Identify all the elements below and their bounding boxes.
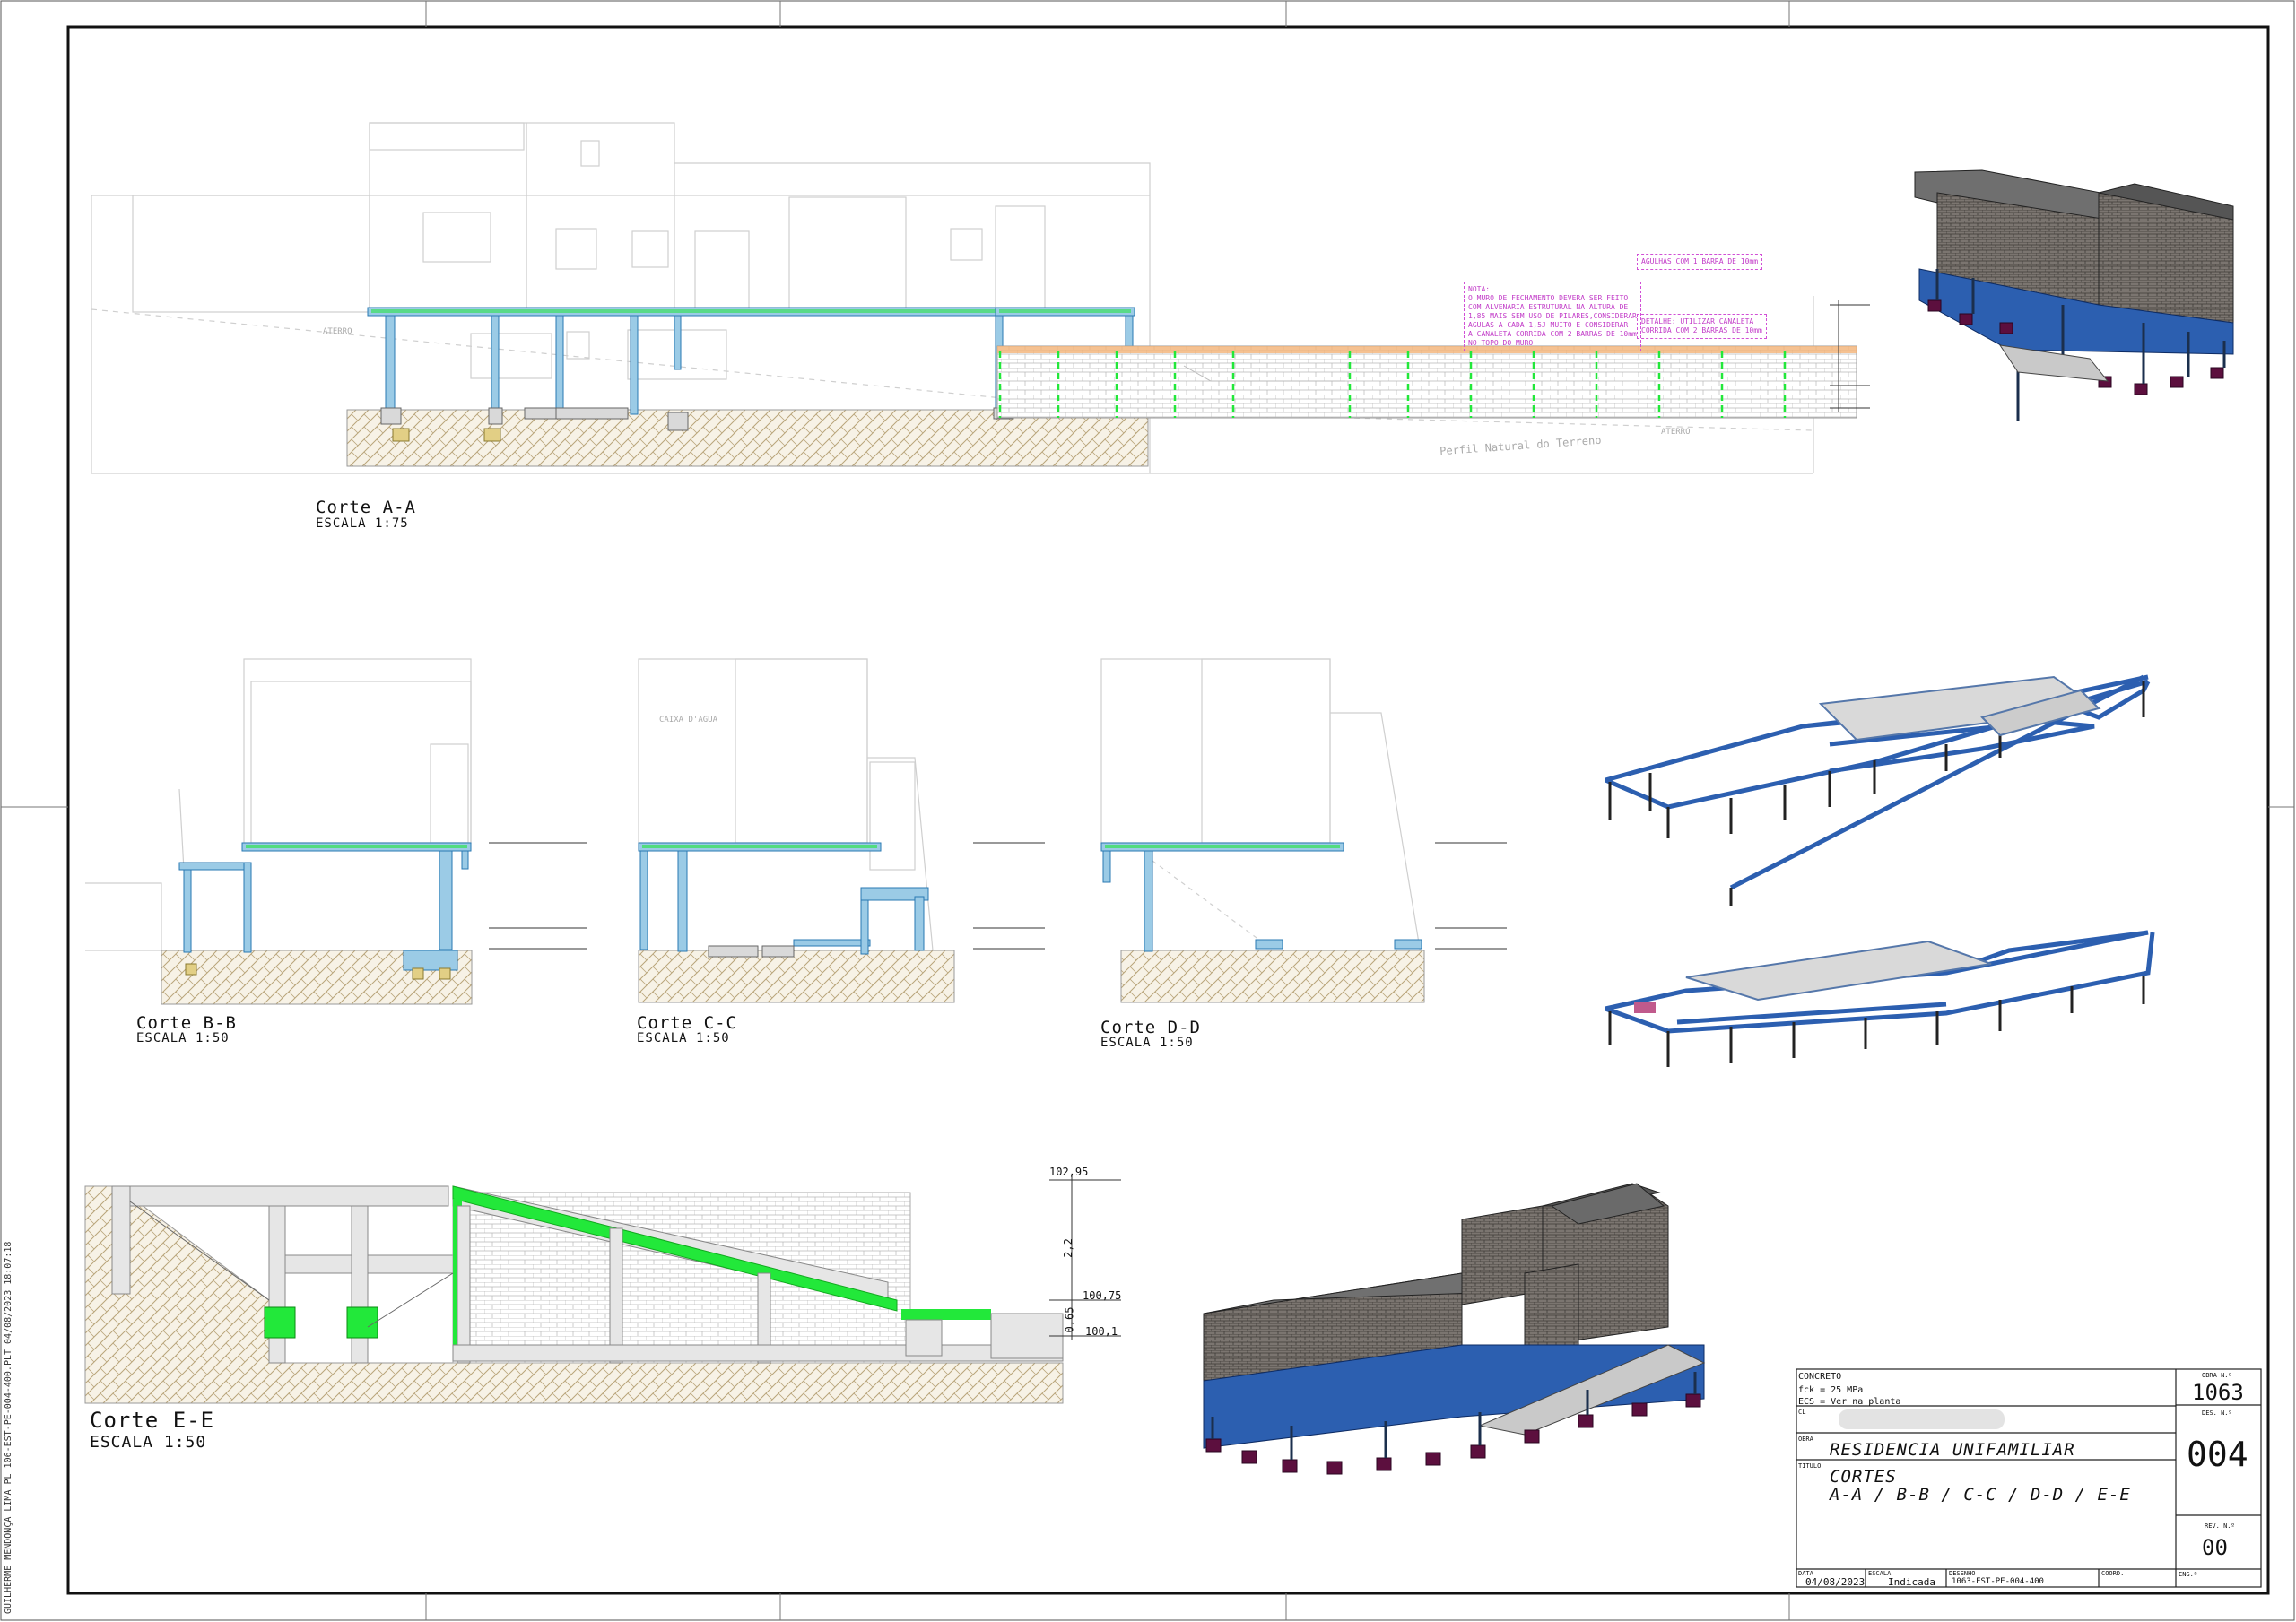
section-cc-drawing (638, 658, 1045, 1003)
drawing-frame (66, 25, 2270, 1595)
dim-2-2: 2,2 (1061, 1238, 1074, 1258)
dim-0-65: 0,65 (1063, 1306, 1076, 1333)
tb-rev: 00 (2202, 1535, 2228, 1560)
tb-desenho-label: DESENHO (1949, 1570, 1976, 1577)
section-ee-drawing (84, 1175, 1121, 1404)
tb-titulo-label: TITULO (1798, 1462, 1822, 1470)
section-cc-title: Corte C-C (637, 1013, 737, 1033)
section-bb-drawing (85, 658, 587, 1005)
tb-escala: Indicada (1888, 1576, 1935, 1588)
model-3d-bottom (1203, 1183, 1706, 1475)
tb-des-no-label: DES. N.º (2202, 1409, 2232, 1417)
tb-rev-label: REV. N.º (2205, 1522, 2235, 1530)
fill-label-1: ATERRO (323, 327, 352, 336)
section-dd-drawing (1100, 658, 1507, 1003)
tb-titulo-1: CORTES (1830, 1467, 1897, 1487)
fill-label-2: ATERRO (1661, 428, 1691, 437)
note-detalhe: DETALHE: UTILIZAR CANALETA CORRIDA COM 2… (1637, 314, 1767, 339)
tb-data-label: DATA (1798, 1570, 1813, 1577)
tb-obra: RESIDENCIA UNIFAMILIAR (1830, 1440, 2075, 1460)
section-aa-title: Corte A-A (316, 498, 416, 517)
tb-des-no: 004 (2187, 1435, 2248, 1474)
tb-cliente-label: CL (1798, 1409, 1806, 1416)
title-block-frame (1796, 1368, 2262, 1588)
water-tank-label: CAIXA D'AGUA (659, 716, 718, 724)
tb-titulo-2: A-A / B-B / C-C / D-D / E-E (1830, 1485, 2131, 1505)
section-ee-title: Corte E-E (90, 1408, 215, 1433)
section-aa-scale: ESCALA 1:75 (316, 516, 409, 531)
tb-data: 04/08/2023 (1805, 1576, 1866, 1588)
model-3d-frame-1 (1605, 674, 2151, 906)
section-ee-scale: ESCALA 1:50 (90, 1433, 207, 1452)
tb-ecs: ECS = Ver na planta (1798, 1397, 1901, 1407)
level-102-95: 102,95 (1049, 1166, 1089, 1178)
note-fechamento: NOTA: O MURO DE FECHAMENTO DEVERA SER FE… (1464, 282, 1641, 351)
tb-escala-label: ESCALA (1868, 1570, 1892, 1577)
tb-eng-label: ENG.º (2179, 1571, 2198, 1578)
tb-obra-label: OBRA (1798, 1436, 1813, 1443)
section-dd-scale: ESCALA 1:50 (1100, 1036, 1194, 1050)
model-3d-top (1914, 169, 2234, 421)
tb-coord-label: COORD. (2101, 1570, 2125, 1577)
section-dd-title: Corte D-D (1100, 1018, 1201, 1037)
tb-concreto-label: CONCRETO (1798, 1372, 1842, 1382)
section-bb-title: Corte B-B (136, 1013, 237, 1033)
tb-obra-no: 1063 (2192, 1380, 2244, 1405)
level-100-75: 100,75 (1083, 1289, 1122, 1302)
section-bb-scale: ESCALA 1:50 (136, 1031, 230, 1045)
tb-obra-no-label: OBRA N.º (2202, 1372, 2232, 1379)
section-aa-drawing (91, 122, 1870, 474)
level-100-1: 100,1 (1085, 1325, 1118, 1338)
plot-stamp: GUILHERME MENDONÇA LIMA PL 106-EST-PE-00… (4, 1241, 13, 1614)
client-redacted (1839, 1409, 2005, 1429)
model-3d-frame-2 (1605, 930, 2155, 1067)
tb-desenho: 1063-EST-PE-004-400 (1952, 1577, 2044, 1586)
section-cc-scale: ESCALA 1:50 (637, 1031, 730, 1045)
note-agulhas: AGULHAS COM 1 BARRA DE 10mm (1637, 254, 1763, 270)
tb-fck: fck = 25 MPa (1798, 1385, 1864, 1395)
